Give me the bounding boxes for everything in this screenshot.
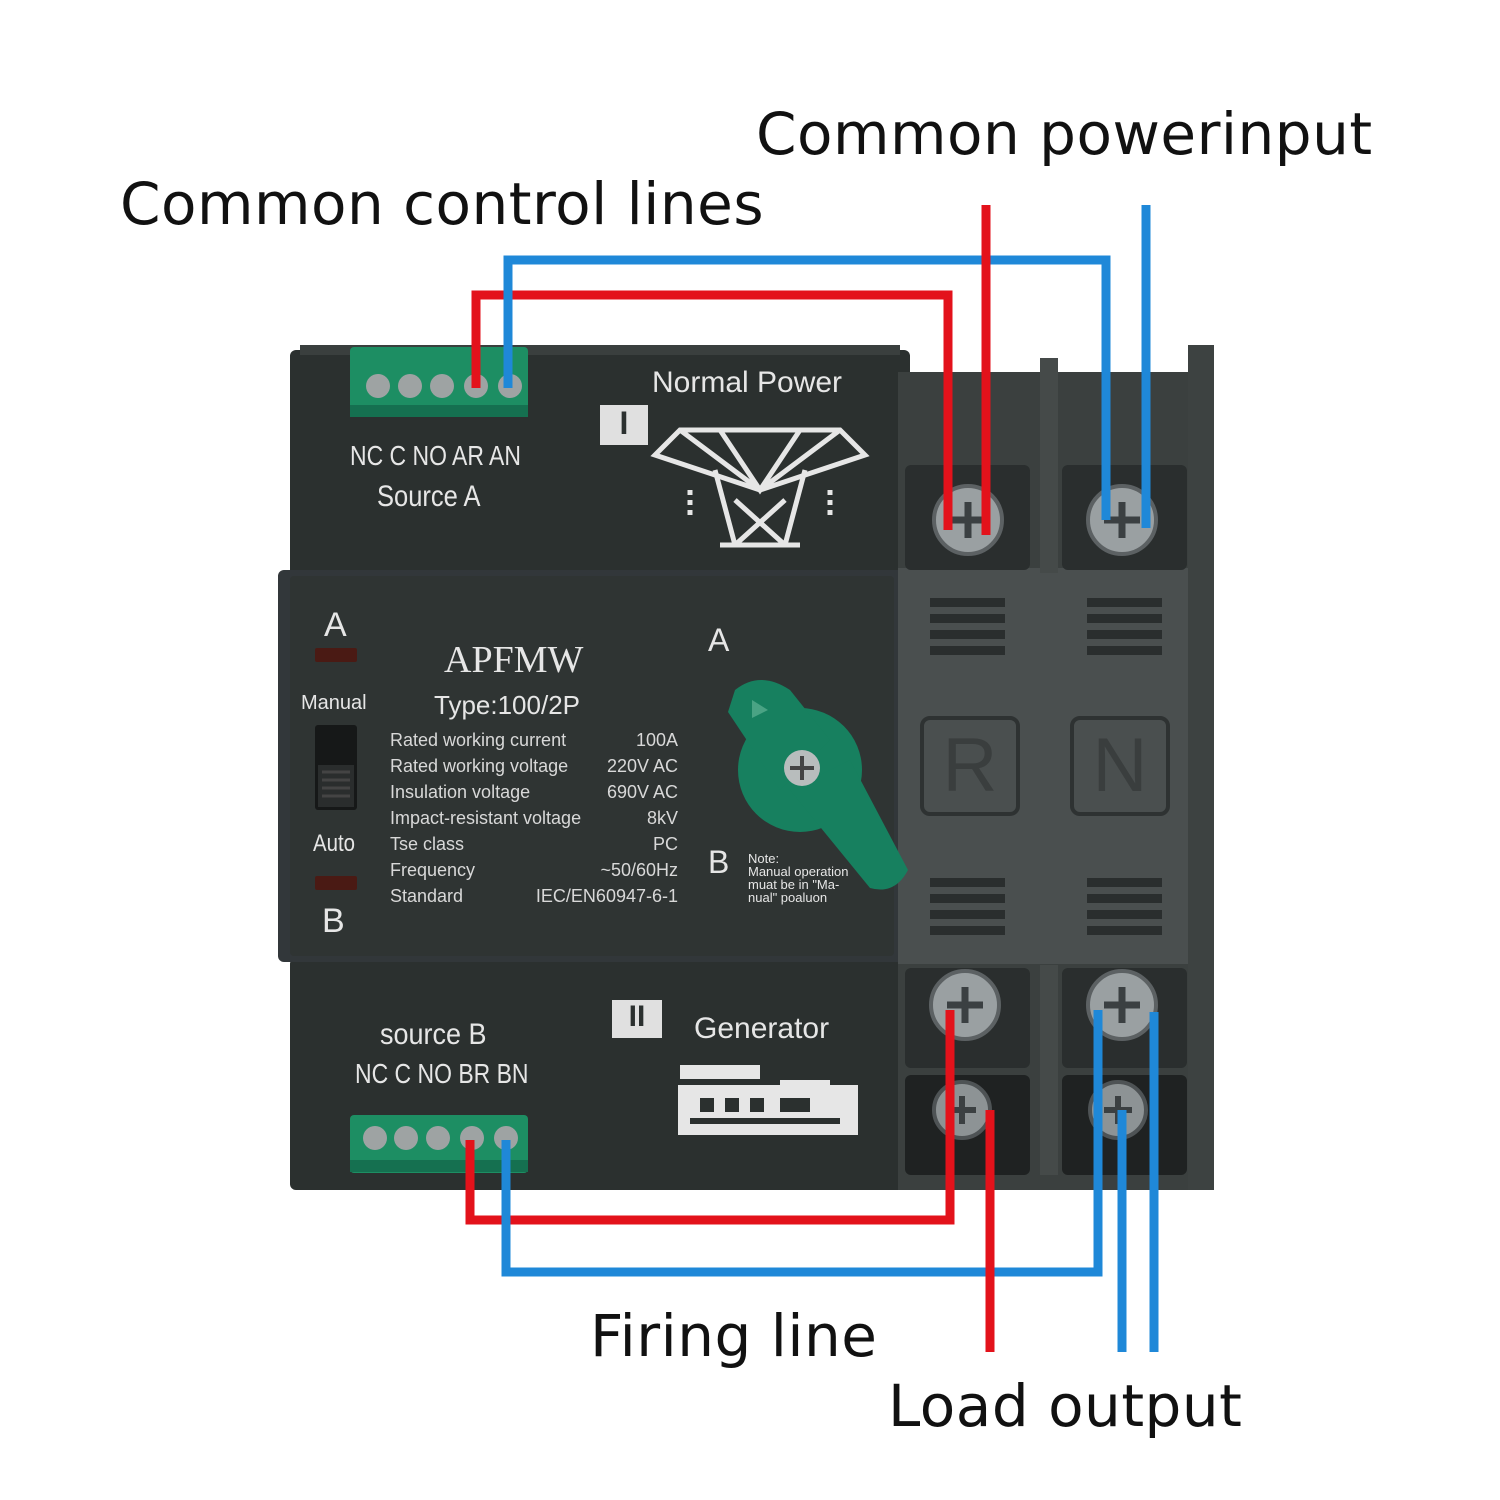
spec-name: Insulation voltage [390,782,531,802]
spec-value: IEC/EN60947-6-1 [535,886,678,906]
manual-operation-note: Note: Manual operation muat be in "Ma- n… [748,852,848,904]
led-b [315,876,357,890]
spec-name: Frequency [390,860,476,880]
note-line: nual" poaluon [748,890,828,905]
spec-row: Tse class PC [390,834,678,860]
normal-power-title: Normal Power [652,366,843,399]
source-a-terminal-labels: NC C NO AR AN [350,440,521,471]
control-wire-a-neutral [503,255,1111,520]
screw-bottom-n [1086,969,1158,1041]
power-pylon-icon [650,427,870,548]
mark-i: I [619,405,629,441]
pole-box-n [1070,716,1170,816]
spec-name: Rated working voltage [390,756,569,776]
note-line: Manual operation [748,864,849,879]
control-wire-a-live [471,290,953,530]
selector-knob[interactable] [728,680,908,890]
manual-label: Manual [301,692,367,714]
spec-name: Standard [390,886,464,906]
callout-common-control-lines: Common control lines [120,170,765,238]
led-a [315,648,357,662]
auto-label: Auto [313,830,355,857]
spec-name: Rated working current [390,730,567,750]
spec-row: Rated working voltage 220V AC [390,756,678,782]
spec-value: 690V AC [606,782,678,802]
led-b-label: B [322,902,345,940]
spec-row: Rated working current 100A [390,730,678,756]
mark-ii: II [628,1000,646,1033]
spec-name: Impact-resistant voltage [390,808,582,828]
screw-load-r [932,1080,992,1140]
brand-name: APFMW [444,639,584,681]
callout-firing-line: Firing line [590,1302,878,1370]
note-line: Note: [748,851,780,866]
pole-label-r: R [942,723,998,808]
callout-common-power-input: Common powerinput [756,100,1373,168]
wiring [465,205,1159,1352]
generator-title: Generator [694,1012,830,1045]
pole-box-r [920,716,1020,816]
source-b-label: source B [380,1018,487,1051]
callout-load-output: Load output [888,1372,1243,1440]
mark-i-box [600,405,648,445]
generator-icon [678,1065,858,1135]
spec-row: Frequency ~50/60Hz [390,860,678,886]
note-line: muat be in "Ma- [748,877,840,892]
vent-slots [930,598,1162,935]
type-label: Type:100/2P [434,690,580,720]
source-a-label: Source A [377,480,481,513]
spec-value: 220V AC [606,756,678,776]
firing-wire-live [465,1010,955,1225]
firing-wire-neutral [501,1010,1103,1277]
pole-label-n: N [1092,723,1148,808]
terminal-block-source-a[interactable] [350,347,528,417]
spec-value: PC [652,834,678,854]
source-b-terminal-labels: NC C NO BR BN [355,1058,529,1089]
spec-value: ~50/60Hz [600,860,678,880]
screw-bottom-r [929,969,1001,1041]
knob-a-label: A [708,622,730,658]
knob-b-label: B [708,844,730,880]
spec-name: Tse class [390,834,465,854]
led-a-label: A [324,606,347,644]
spec-row: Insulation voltage 690V AC [390,782,678,808]
spec-row: Standard IEC/EN60947-6-1 [390,886,678,912]
spec-value: 100A [635,730,678,750]
specs-table: Rated working current 100A Rated working… [390,730,678,912]
spec-value: 8kV [646,808,678,828]
manual-auto-switch[interactable] [315,725,357,810]
spec-row: Impact-resistant voltage 8kV [390,808,678,834]
terminal-block-source-b[interactable] [350,1115,528,1173]
mark-ii-box [612,1000,662,1038]
